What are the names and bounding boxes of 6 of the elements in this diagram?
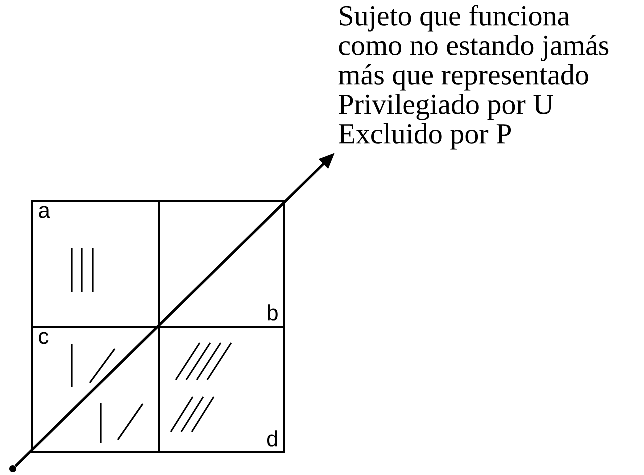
quadrant-letter: d: [268, 430, 278, 447]
quadrant-letter: c: [39, 332, 49, 344]
quadrant-letter: a: [39, 206, 50, 218]
description-text: Sujeto que funciona como no estando jamás más que representado Privilegiado por U Excluido por P: [338, 5, 609, 150]
start-dot: [10, 466, 16, 472]
quadrant-letter: b: [268, 304, 278, 321]
